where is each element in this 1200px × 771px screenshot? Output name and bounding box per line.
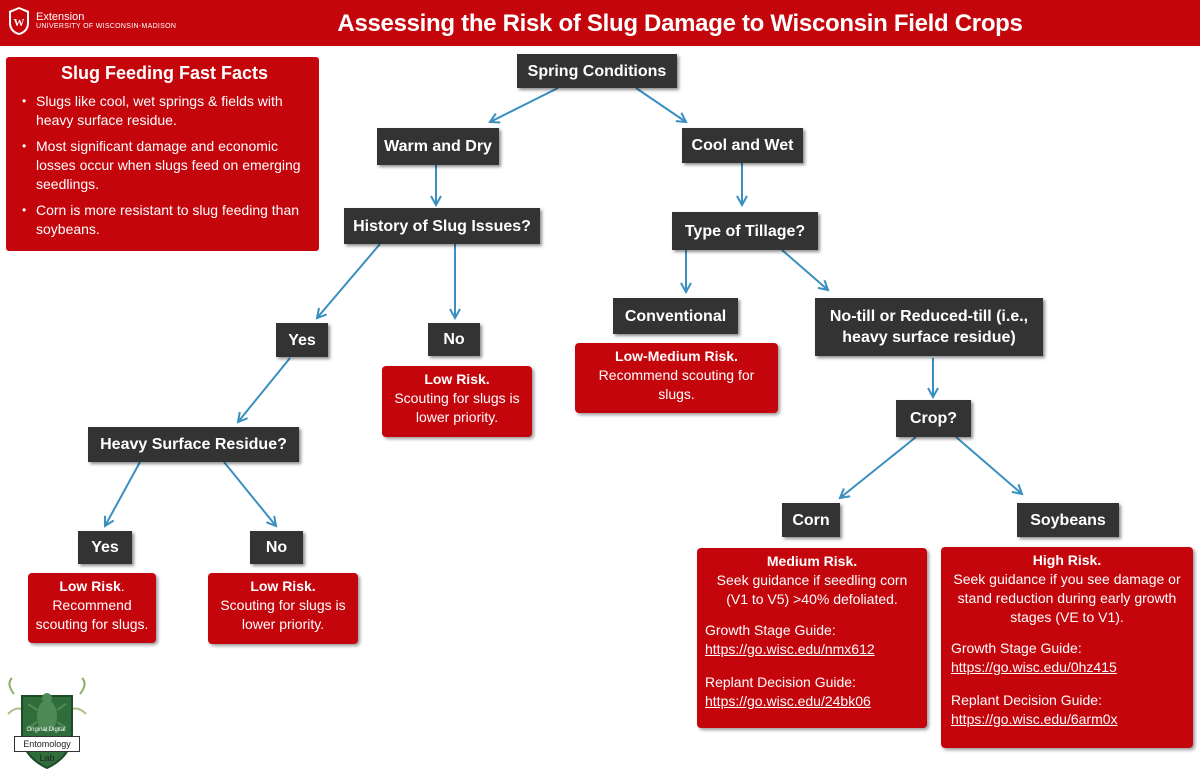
growth-stage-label: Growth Stage Guide: — [951, 640, 1082, 656]
outcome-high-risk-soybeans: High Risk. Seek guidance if you see dama… — [941, 547, 1193, 748]
fast-fact-item: Most significant damage and economic los… — [22, 137, 309, 194]
fast-fact-item: Slugs like cool, wet springs & fields wi… — [22, 92, 309, 130]
growth-stage-link[interactable]: https://go.wisc.edu/0hz415 — [951, 659, 1117, 675]
node-warm-and-dry: Warm and Dry — [377, 128, 499, 165]
node-crop: Crop? — [896, 400, 971, 437]
replant-guide-label: Replant Decision Guide: — [951, 692, 1102, 708]
outcome-heading: High Risk. — [1032, 552, 1102, 568]
node-yes-history: Yes — [276, 323, 328, 357]
uw-crest-icon: W — [9, 7, 29, 35]
replant-guide-link[interactable]: https://go.wisc.edu/24bk06 — [705, 693, 871, 709]
node-history-of-slug-issues: History of Slug Issues? — [344, 208, 540, 244]
node-yes-residue: Yes — [78, 531, 132, 564]
outcome-low-risk-no-history: Low Risk. Scouting for slugs is lower pr… — [382, 366, 532, 437]
arrow-yes1-to-residue — [238, 357, 291, 422]
arrow-residue-to-yes2 — [105, 461, 141, 526]
arrow-tillage-to-notill — [781, 249, 828, 290]
outcome-heading: Medium Risk. — [766, 553, 858, 569]
node-soybeans: Soybeans — [1017, 503, 1119, 537]
fast-facts-list: Slugs like cool, wet springs & fields wi… — [20, 92, 309, 239]
header-bar: W Extension UNIVERSITY OF WISCONSIN-MADI… — [0, 0, 1200, 46]
outcome-low-risk-yes-residue: Low Risk. Recommend scouting for slugs. — [28, 573, 156, 643]
logo-extension-text: Extension — [36, 10, 85, 23]
arrow-residue-to-no2 — [223, 461, 276, 526]
node-no-till: No-till or Reduced-till (i.e., heavy sur… — [815, 298, 1043, 356]
outcome-heading: Low-Medium Risk. — [615, 348, 738, 364]
growth-stage-link[interactable]: https://go.wisc.edu/nmx612 — [705, 641, 875, 657]
arrow-crop-to-soybeans — [955, 436, 1022, 494]
arrow-spring-to-cool — [635, 87, 686, 122]
outcome-text: Recommend scouting for slugs. — [35, 597, 149, 632]
outcome-heading-period: . — [120, 578, 125, 594]
replant-guide-label: Replant Decision Guide: — [705, 674, 856, 690]
node-spring-conditions: Spring Conditions — [517, 54, 677, 88]
growth-stage-label: Growth Stage Guide: — [705, 622, 836, 638]
arrow-history-to-yes — [317, 243, 381, 318]
node-type-of-tillage: Type of Tillage? — [672, 212, 818, 250]
node-no-residue: No — [250, 531, 303, 564]
node-heavy-surface-residue: Heavy Surface Residue? — [88, 427, 299, 462]
fast-facts-title: Slug Feeding Fast Facts — [60, 63, 269, 83]
page-title: Assessing the Risk of Slug Damage to Wis… — [337, 10, 1023, 37]
svg-text:W: W — [14, 17, 25, 29]
outcome-text: Scouting for slugs is lower priority. — [394, 390, 520, 425]
outcome-text: Scouting for slugs is lower priority. — [220, 597, 346, 632]
outcome-text: Recommend scouting for slugs. — [598, 367, 755, 402]
outcome-medium-risk-corn: Medium Risk. Seek guidance if seedling c… — [697, 548, 927, 728]
replant-guide-link[interactable]: https://go.wisc.edu/6arm0x — [951, 711, 1118, 727]
outcome-heading: Low Risk. — [250, 578, 316, 594]
beetle-icon — [37, 700, 57, 732]
node-no-history: No — [428, 323, 480, 356]
outcome-low-medium-risk: Low-Medium Risk. Recommend scouting for … — [575, 343, 778, 413]
arrow-spring-to-warm — [490, 87, 559, 122]
arrow-crop-to-corn — [840, 436, 917, 498]
outcome-text: Seek guidance if seedling corn (V1 to V5… — [716, 572, 908, 607]
fast-facts-box: Slug Feeding Fast Facts Slugs like cool,… — [6, 57, 319, 251]
uw-extension-logo: W Extension UNIVERSITY OF WISCONSIN-MADI… — [8, 6, 176, 36]
outcome-heading: Low Risk. — [424, 371, 490, 387]
lab-logo-subtitle: Original Digital — [26, 727, 66, 733]
outcome-low-risk-no-residue: Low Risk. Scouting for slugs is lower pr… — [208, 573, 358, 644]
lab-logo-name: Entomology Lab — [14, 736, 80, 763]
fast-fact-item: Corn is more resistant to slug feeding t… — [22, 201, 309, 239]
outcome-heading: Low Risk — [59, 578, 121, 594]
outcome-text: Seek guidance if you see damage or stand… — [953, 571, 1181, 625]
logo-university-text: UNIVERSITY OF WISCONSIN-MADISON — [36, 23, 177, 31]
node-conventional: Conventional — [613, 298, 738, 334]
node-corn: Corn — [782, 503, 840, 537]
node-cool-and-wet: Cool and Wet — [682, 128, 803, 163]
